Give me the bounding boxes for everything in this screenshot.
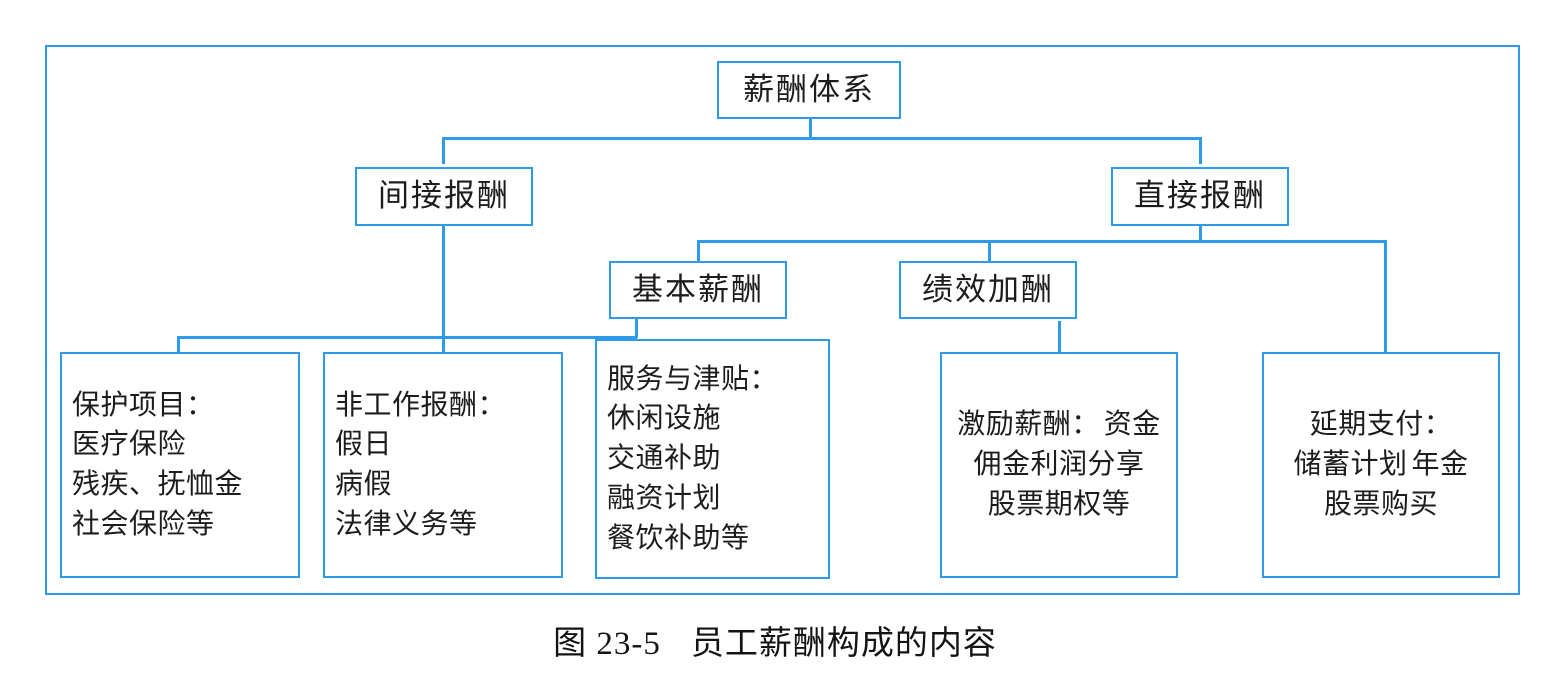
leaf-item: 储蓄计划: [1293, 449, 1408, 481]
leaf-lines: 激励薪酬： 资金 佣金利润分享 股票期权等: [942, 405, 1176, 524]
leaf-lines: 非工作报酬： 假日 病假 法律义务等: [325, 386, 561, 545]
node-performance-pay-label: 绩效加酬: [922, 271, 1054, 307]
connector-to-direct: [1199, 137, 1202, 164]
connector-to-performance-pay: [988, 240, 991, 262]
leaf-lines: 服务与津贴： 休闲设施 交通补助 融资计划 餐饮补助等: [597, 360, 828, 559]
leaf-item: 佣金利润分享: [973, 449, 1145, 481]
leaf-box-nonwork-compensation[interactable]: 非工作报酬： 假日 病假 法律义务等: [323, 352, 563, 578]
node-direct-compensation[interactable]: 直接报酬: [1111, 167, 1289, 226]
leaf-title: 激励薪酬：: [957, 409, 1100, 441]
node-direct-compensation-label: 直接报酬: [1134, 178, 1266, 214]
leaf-item: 残疾、抚恤金: [72, 469, 244, 500]
leaf-item: 病假: [335, 469, 393, 500]
leaf-lines: 保护项目： 医疗保险 残疾、抚恤金 社会保险等: [62, 386, 298, 545]
node-indirect-compensation[interactable]: 间接报酬: [355, 167, 533, 226]
node-root-label: 薪酬体系: [743, 71, 875, 107]
leaf-item: 假日: [335, 429, 393, 461]
connector-to-leaf-1: [177, 336, 180, 354]
leaf-lines: 延期支付： 储蓄计划 年金 股票购买: [1264, 405, 1498, 524]
connector-performance-to-leaf-4: [1058, 321, 1061, 353]
connector-direct-bus: [697, 240, 1386, 243]
leaf-item: 休闲设施: [607, 403, 722, 435]
leaf-item: 资金: [1103, 409, 1161, 441]
node-base-pay[interactable]: 基本薪酬: [609, 261, 787, 319]
connector-to-leaf-2: [442, 336, 445, 354]
node-root[interactable]: 薪酬体系: [717, 61, 901, 119]
leaf-item: 股票期权等: [987, 488, 1131, 520]
leaf-title: 保护项目：: [72, 389, 215, 421]
leaf-title: 非工作报酬：: [335, 389, 507, 421]
leaf-title: 服务与津贴：: [607, 363, 779, 395]
leaf-item: 医疗保险: [72, 429, 187, 461]
figure-caption: 图 23-5 员工薪酬构成的内容: [0, 616, 1550, 664]
leaf-box-protection-programs[interactable]: 保护项目： 医疗保险 残疾、抚恤金 社会保险等: [60, 352, 300, 578]
connector-indirect-bus: [177, 336, 637, 339]
leaf-box-deferred-payment[interactable]: 延期支付： 储蓄计划 年金 股票购买: [1262, 352, 1500, 578]
connector-to-leaf-5: [1384, 240, 1387, 352]
node-indirect-compensation-label: 间接报酬: [378, 178, 510, 214]
leaf-item: 法律义务等: [335, 508, 478, 540]
figure-caption-number: 图 23-5: [553, 626, 661, 662]
node-performance-pay[interactable]: 绩效加酬: [899, 261, 1077, 319]
leaf-item: 餐饮补助等: [607, 522, 750, 554]
leaf-box-incentive-pay[interactable]: 激励薪酬： 资金 佣金利润分享 股票期权等: [940, 352, 1178, 578]
leaf-item: 交通补助: [607, 443, 722, 475]
connector-to-indirect: [442, 137, 445, 164]
leaf-item: 股票购买: [1323, 488, 1438, 520]
connector-to-base-pay: [697, 240, 700, 262]
connector-indirect-down: [442, 226, 445, 338]
leaf-item: 融资计划: [607, 482, 722, 514]
diagram-outer-frame: [45, 45, 1520, 595]
leaf-box-services-and-allowances[interactable]: 服务与津贴： 休闲设施 交通补助 融资计划 餐饮补助等: [595, 339, 830, 579]
connector-root-down: [809, 118, 812, 139]
connector-direct-down: [1199, 226, 1202, 242]
leaf-title: 延期支付：: [1309, 409, 1453, 441]
figure-caption-title: 员工薪酬构成的内容: [690, 626, 997, 662]
connector-to-leaf-3: [635, 314, 638, 338]
leaf-item: 年金: [1411, 449, 1469, 481]
node-base-pay-label: 基本薪酬: [632, 271, 764, 307]
leaf-item: 社会保险等: [72, 508, 215, 540]
connector-level2-bus: [442, 137, 1202, 140]
